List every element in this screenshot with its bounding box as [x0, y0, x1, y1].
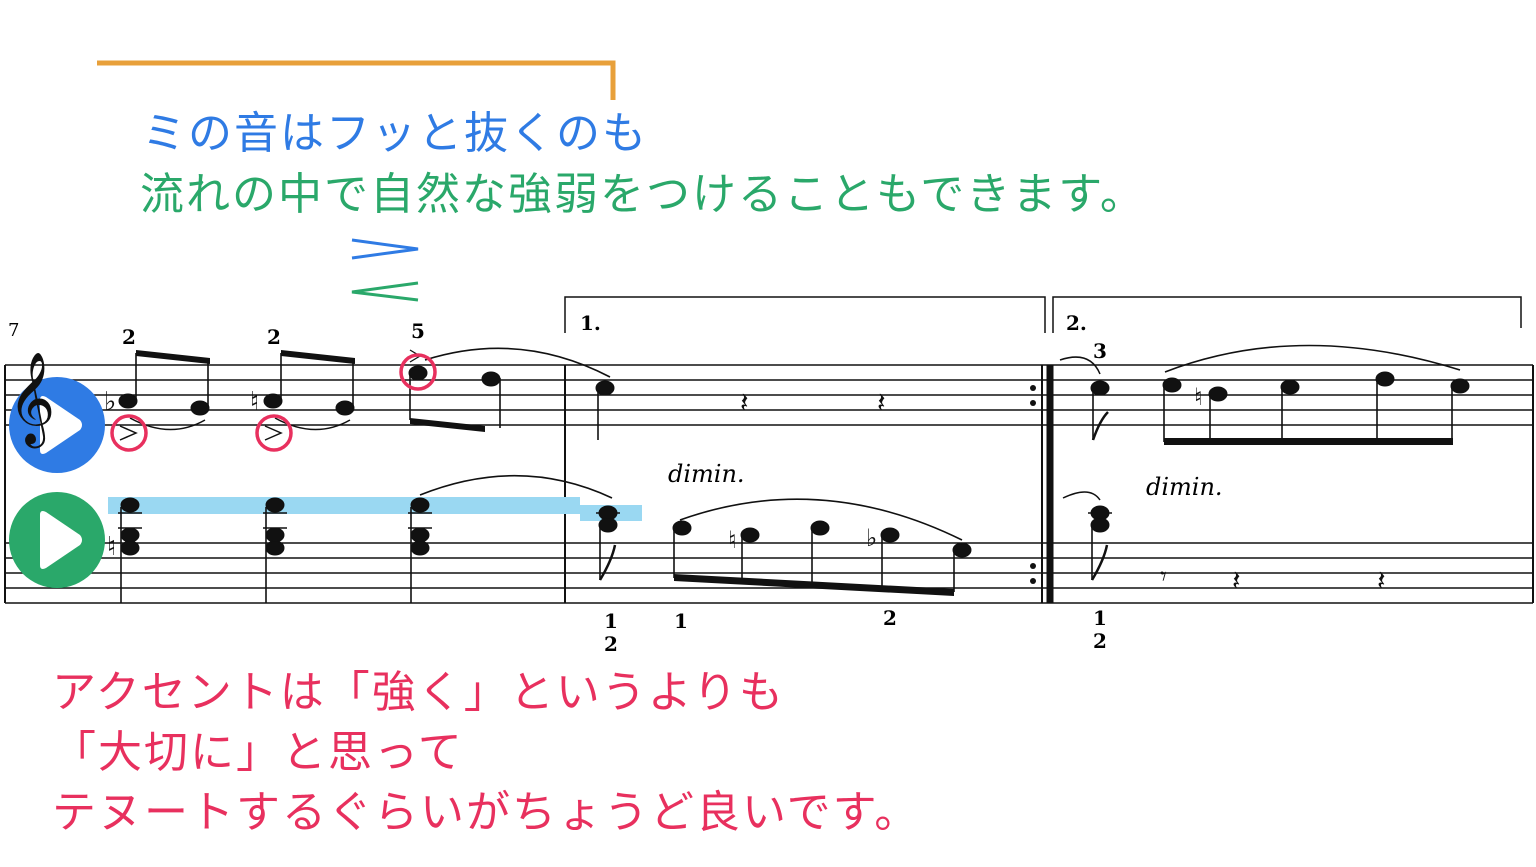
- barlines: [4, 365, 1534, 603]
- measure-number: 7: [8, 320, 19, 341]
- svg-text:♮: ♮: [1194, 383, 1203, 411]
- annotation-blue: ミの音はフッと抜くのも: [142, 108, 648, 159]
- dynamic-dimin: dimin.: [668, 460, 745, 488]
- fingering: 2: [122, 325, 136, 349]
- svg-text:𝄽: 𝄽: [1232, 564, 1241, 597]
- ending-1-label: 1.: [580, 311, 601, 335]
- svg-text:𝄾: 𝄾: [1160, 562, 1167, 592]
- annotation-pink-line-2: 「大切に」と思って: [52, 727, 464, 778]
- play-icon: [40, 511, 82, 569]
- crescendo-hairpin: [351, 281, 419, 302]
- ending-bracket-1: [564, 296, 1046, 333]
- upper-notes: ♭ ♮ 𝄽 𝄽 ♮: [104, 344, 1470, 445]
- orange-bracket: [97, 60, 616, 100]
- fingering: 2: [267, 325, 281, 349]
- svg-text:𝄽: 𝄽: [740, 386, 749, 419]
- lower-notes: ♮ ♮ ♭ 𝄾 𝄽 𝄽: [107, 474, 1386, 604]
- fingering: 1: [1093, 606, 1107, 630]
- fingering: 2: [883, 606, 897, 630]
- fingering: 5: [411, 319, 425, 343]
- annotation-pink-line-1: アクセントは「強く」というよりも: [52, 667, 785, 718]
- fingering: 2: [604, 632, 618, 656]
- fingering: 3: [1093, 339, 1107, 363]
- dynamic-dimin: dimin.: [1146, 473, 1223, 501]
- svg-text:𝄽: 𝄽: [877, 386, 886, 419]
- staff-lines: [5, 364, 1533, 604]
- highlight-bar: [108, 497, 580, 514]
- fingering: 2: [1093, 629, 1107, 653]
- svg-text:♭: ♭: [104, 387, 116, 417]
- repeat-dots: [1030, 385, 1036, 584]
- annotation-green: 流れの中で自然な強弱をつけることもできます。: [140, 169, 1146, 220]
- svg-text:𝄽: 𝄽: [1377, 564, 1386, 597]
- accent-marks: [110, 353, 437, 452]
- svg-text:♮: ♮: [250, 387, 259, 417]
- svg-text:♮: ♮: [107, 532, 116, 562]
- decrescendo-hairpin: [351, 238, 419, 260]
- svg-text:♮: ♮: [728, 526, 737, 554]
- ending-2-label: 2.: [1066, 311, 1087, 335]
- ending-bracket-2: [1052, 296, 1522, 333]
- svg-text:♭: ♭: [866, 524, 877, 552]
- annotation-pink-line-3: テヌートするぐらいがちょうど良いです。: [52, 787, 921, 838]
- play-lower-button[interactable]: [9, 492, 105, 588]
- play-upper-button[interactable]: [9, 377, 105, 473]
- fingering: 1: [604, 609, 618, 633]
- play-icon: [40, 396, 82, 454]
- fingering: 1: [674, 609, 688, 633]
